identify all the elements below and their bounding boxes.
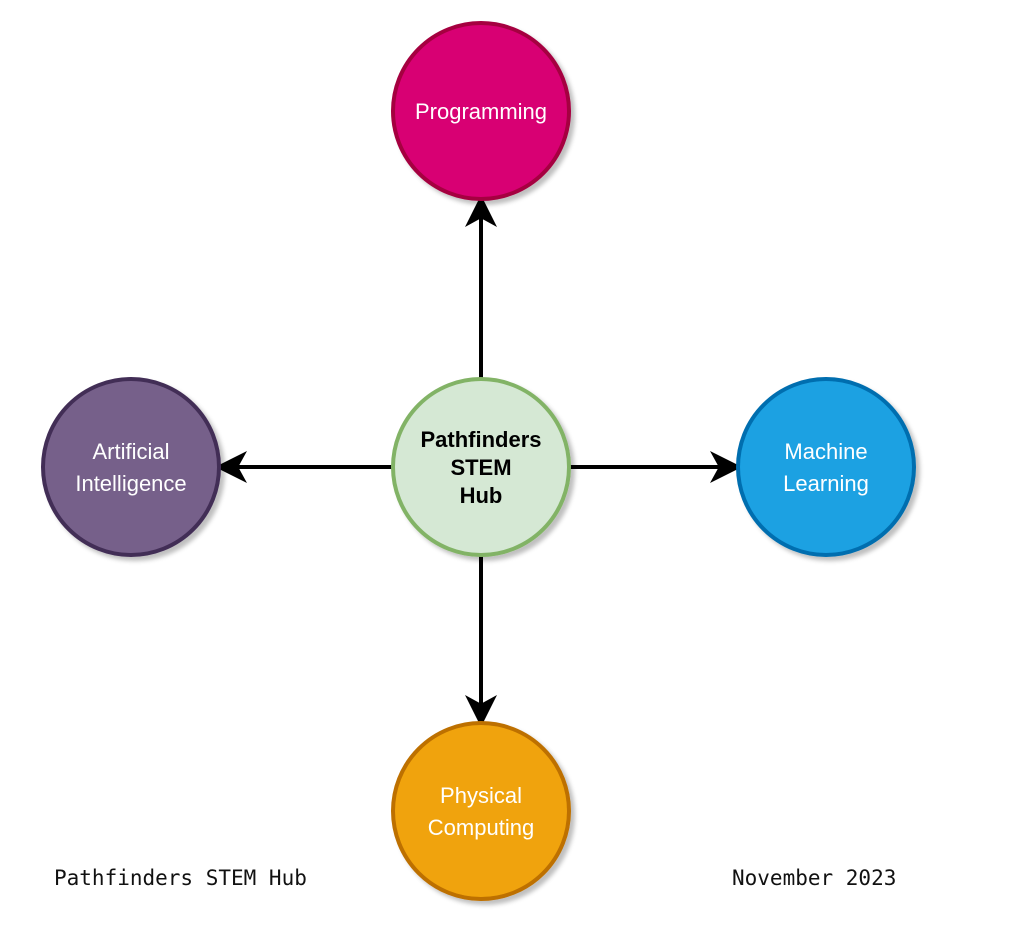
footer-organization-name: Pathfinders STEM Hub bbox=[54, 866, 307, 890]
edges-layer bbox=[215, 195, 742, 727]
circle-artificial-intelligence bbox=[41, 377, 221, 557]
circle-programming bbox=[391, 21, 571, 201]
circle-machine-learning bbox=[736, 377, 916, 557]
artificial-intelligence-label-line: Artificial bbox=[92, 439, 169, 464]
machine-learning-label-line: Learning bbox=[783, 471, 869, 496]
machine-learning-label-line: Machine bbox=[784, 439, 867, 464]
node-programming: Programming bbox=[391, 21, 571, 201]
programming-label-line: Programming bbox=[415, 99, 547, 124]
hub-label-line: STEM bbox=[450, 455, 511, 480]
hub-label-line: Pathfinders bbox=[420, 427, 541, 452]
artificial-intelligence-label-line: Intelligence bbox=[75, 471, 186, 496]
physical-computing-label-line: Computing bbox=[428, 815, 534, 840]
hub-label-line: Hub bbox=[460, 483, 503, 508]
circle-physical-computing bbox=[391, 721, 571, 901]
footer-date: November 2023 bbox=[732, 866, 897, 890]
hub-circle bbox=[391, 377, 571, 557]
physical-computing-label-line: Physical bbox=[440, 783, 522, 808]
